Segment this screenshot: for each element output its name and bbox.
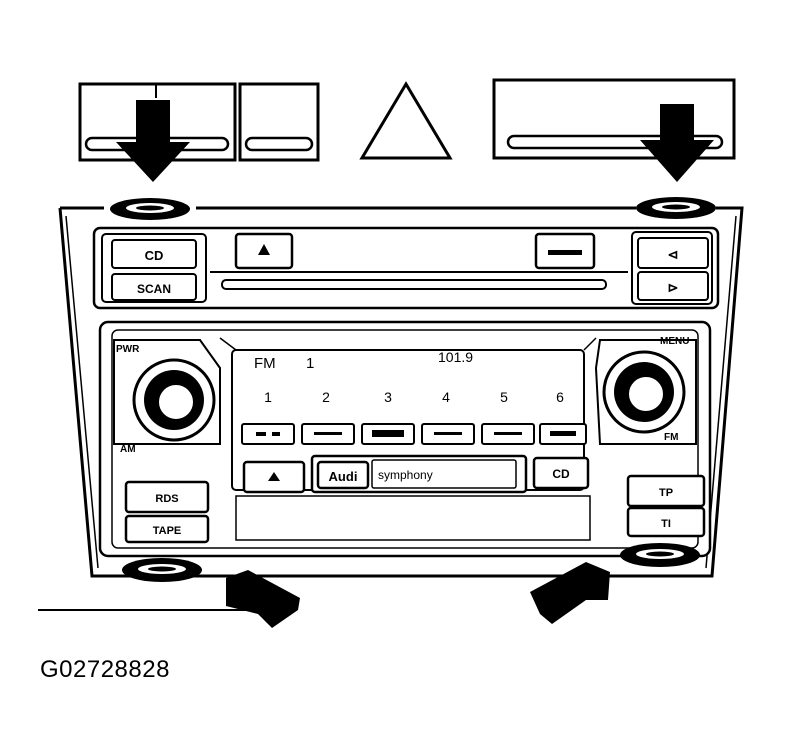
- preset-number-1: 1: [264, 389, 272, 405]
- track-back-button[interactable]: ⊲: [637, 237, 709, 269]
- preset-number-3: 3: [384, 389, 392, 405]
- preset-number-4: 4: [442, 389, 450, 405]
- ti-button[interactable]: TI: [626, 506, 706, 538]
- rds-label: RDS: [155, 493, 178, 505]
- cd-mode-button[interactable]: CD: [532, 456, 590, 490]
- cd-button[interactable]: CD: [111, 239, 197, 269]
- arrow-down-left-icon: [116, 100, 190, 182]
- preset-number-2: 2: [322, 389, 330, 405]
- symphony-label: symphony: [378, 468, 433, 482]
- removal-tool-left: [78, 82, 320, 162]
- pwr-label: PWR: [116, 344, 140, 355]
- preset-button-5[interactable]: [481, 423, 535, 445]
- track-forward-label: ⊳: [668, 280, 679, 295]
- ti-label: TI: [661, 518, 671, 530]
- tape-label: TAPE: [153, 525, 182, 537]
- pull-arrow-left-icon: [226, 570, 300, 628]
- preset-button-1[interactable]: [241, 423, 295, 445]
- figure-id: G02728828: [40, 656, 170, 683]
- menu-label: MENU: [660, 336, 689, 347]
- preset-number-6: 6: [556, 389, 564, 405]
- band-number: 1: [306, 355, 314, 372]
- track-back-label: ⊲: [668, 247, 679, 262]
- power-volume-knob[interactable]: PWR AM: [113, 339, 221, 455]
- radio-display: FM 1 101.9 1 2 3 4 5 6: [254, 349, 564, 405]
- preset-button-6[interactable]: [539, 423, 587, 445]
- pull-arrow-right-icon: [530, 562, 610, 624]
- release-clip-top-right: [636, 197, 716, 219]
- track-forward-button[interactable]: ⊳: [637, 271, 709, 301]
- rds-button[interactable]: RDS: [124, 480, 210, 514]
- fm-label: FM: [664, 432, 678, 443]
- eject-button[interactable]: [234, 232, 294, 270]
- release-clip-bottom-left: [122, 558, 202, 582]
- preset-number-5: 5: [500, 389, 508, 405]
- tp-label: TP: [659, 487, 673, 499]
- menu-tuning-knob[interactable]: MENU FM: [594, 336, 697, 445]
- scan-button-label: SCAN: [137, 282, 171, 296]
- eject-icon: [268, 472, 280, 481]
- tape-slot: Audi symphony: [310, 454, 528, 494]
- preset-button-4[interactable]: [421, 423, 475, 445]
- release-clip-top-left: [110, 198, 190, 220]
- band-label: FM: [254, 355, 276, 372]
- eject-icon: [258, 244, 270, 255]
- load-button[interactable]: [534, 232, 596, 270]
- audi-label: Audi: [329, 469, 358, 484]
- cd-mode-label: CD: [552, 467, 570, 481]
- preset-button-2[interactable]: [301, 423, 355, 445]
- tape-eject-button[interactable]: [242, 460, 306, 494]
- release-clip-bottom-right: [620, 543, 700, 567]
- cd-button-label: CD: [145, 248, 164, 263]
- tp-button[interactable]: TP: [626, 474, 706, 508]
- preset-button-3[interactable]: [361, 423, 415, 445]
- frequency-readout: 101.9: [438, 349, 473, 365]
- preset-button-row: [241, 423, 587, 445]
- tape-button[interactable]: TAPE: [124, 514, 210, 544]
- arrow-down-right-icon: [640, 104, 714, 182]
- warning-triangle-icon: [359, 81, 453, 160]
- scan-button[interactable]: SCAN: [111, 273, 197, 301]
- am-label: AM: [120, 444, 136, 455]
